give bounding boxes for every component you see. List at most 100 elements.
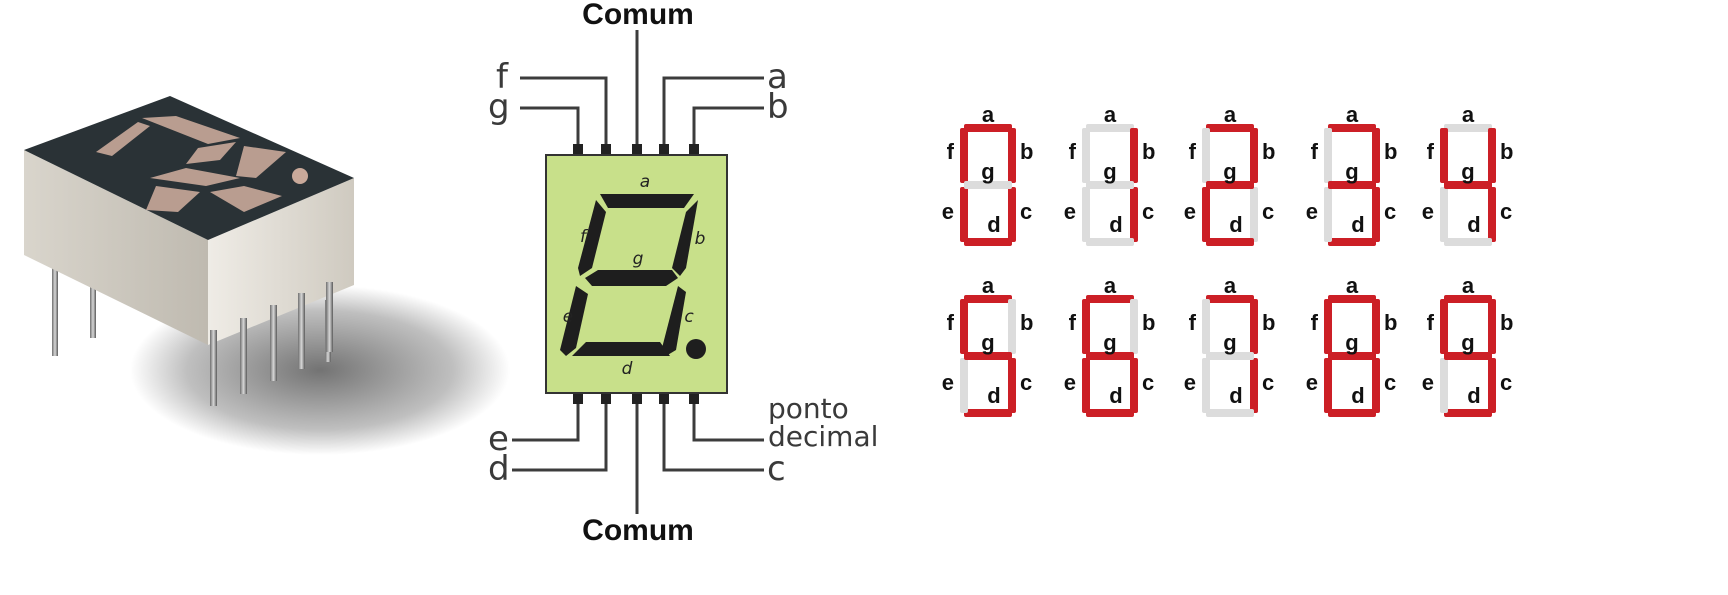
digit-segment-label-f: f: [1069, 310, 1077, 335]
digit-segment-f: [960, 128, 968, 183]
pin-label-b: b: [767, 87, 789, 127]
segment-label-g: g: [633, 249, 644, 269]
wire-f: [520, 76, 608, 148]
digit-segment-label-a: a: [1104, 273, 1117, 298]
segment-label-a: a: [640, 172, 650, 192]
digit-segment-label-e: e: [942, 370, 954, 395]
digit-segment-label-f: f: [1427, 139, 1435, 164]
digit-segment-c: [1130, 358, 1138, 413]
digit-segment-f: [1082, 299, 1090, 354]
digit-segment-g: [1444, 181, 1492, 189]
digit-segment-label-f: f: [1311, 310, 1319, 335]
digit-segment-f: [1082, 128, 1090, 183]
digit-segment-label-c: c: [1262, 199, 1274, 224]
digit-segment-label-e: e: [1184, 199, 1196, 224]
digit-segment-label-e: e: [1184, 370, 1196, 395]
pin-label-a: a: [767, 57, 788, 97]
digit-segment-a: [1444, 295, 1492, 303]
digit-segment-label-c: c: [1384, 199, 1396, 224]
digit-segment-c: [1372, 358, 1380, 413]
digit-segment-c: [1488, 358, 1496, 413]
digit-segment-f: [1440, 299, 1448, 354]
digit-segment-label-e: e: [1306, 199, 1318, 224]
digit-segment-label-a: a: [1346, 102, 1359, 127]
segment-c: [662, 286, 686, 356]
photo-lead: [326, 282, 333, 352]
digit-segment-e: [960, 187, 968, 242]
digit-segment-d: [1328, 409, 1376, 417]
segment-label-b: b: [695, 229, 706, 249]
digit-segment-g: [1444, 352, 1492, 360]
digit-segment-e: [1202, 187, 1210, 242]
wire-c: [662, 400, 764, 472]
digit-segment-e: [1440, 187, 1448, 242]
digit-segment-d: [964, 409, 1012, 417]
digit-segment-c: [1488, 187, 1496, 242]
pin-stubs: [573, 144, 699, 404]
pin-label-e: e: [488, 419, 509, 459]
digit-segment-label-a: a: [982, 273, 995, 298]
digit-segment-g: [1328, 181, 1376, 189]
digit-segment-label-c: c: [1142, 199, 1154, 224]
digit-segment-label-g: g: [1103, 330, 1116, 355]
digit-segment-label-d: d: [1467, 383, 1480, 408]
seven-segment-photo: [24, 96, 510, 455]
digit-segment-label-b: b: [1384, 139, 1397, 164]
digit-segment-b: [1250, 128, 1258, 183]
photo-decimal-point: [292, 168, 308, 184]
digit-segment-label-c: c: [1500, 370, 1512, 395]
digit-segment-label-a: a: [1224, 273, 1237, 298]
digit-segment-a: [1086, 295, 1134, 303]
photo-display-top: [24, 96, 354, 240]
digit-segment-label-f: f: [1189, 139, 1197, 164]
digit-segment-label-d: d: [1229, 383, 1242, 408]
digit-segment-f: [960, 299, 968, 354]
segment-f: [578, 200, 606, 276]
digit-segment-c: [1008, 187, 1016, 242]
digit-segment-label-g: g: [981, 159, 994, 184]
digit-segment-label-c: c: [1500, 199, 1512, 224]
segment-label-d: d: [622, 359, 633, 379]
wire-d: [512, 400, 608, 472]
digit-segment-b: [1130, 128, 1138, 183]
pin-label-g: g: [488, 87, 510, 127]
digit-segment-label-f: f: [1189, 310, 1197, 335]
digit-segment-a: [1328, 124, 1376, 132]
digit-segment-label-e: e: [1064, 370, 1076, 395]
photo-lead: [240, 318, 247, 394]
digit-segment-g: [1206, 181, 1254, 189]
digit-segment-label-b: b: [1020, 139, 1033, 164]
digit-segment-g: [964, 352, 1012, 360]
digit-segment-b: [1488, 299, 1496, 354]
digit-segment-e: [1202, 358, 1210, 413]
photo-lead: [270, 305, 277, 381]
digit-segment-label-a: a: [1462, 273, 1475, 298]
digit-segment-a: [964, 124, 1012, 132]
digit-segment-label-c: c: [1262, 370, 1274, 395]
digit-segment-label-f: f: [947, 310, 955, 335]
segment-label-e: e: [563, 307, 573, 327]
pin-label-dp-line2: decimal: [768, 420, 878, 453]
photo-lead: [298, 293, 305, 369]
digit-segment-b: [1008, 299, 1016, 354]
segment-b: [672, 200, 698, 276]
digit-segment-c: [1372, 187, 1380, 242]
photo-lead: [210, 330, 217, 406]
photo-lead: [52, 262, 58, 356]
digit-segment-label-f: f: [1069, 139, 1077, 164]
photo-housing-front: [24, 150, 208, 345]
digit-segment-label-b: b: [1262, 310, 1275, 335]
segment-a: [600, 194, 694, 208]
digit-segment-label-g: g: [1345, 159, 1358, 184]
pin-label-d: d: [488, 449, 510, 489]
decimal-point: [686, 339, 706, 359]
digit-segment-f: [1324, 299, 1332, 354]
digit-segment-e: [1082, 187, 1090, 242]
digit-segment-label-b: b: [1500, 310, 1513, 335]
digit-segment-d: [1444, 409, 1492, 417]
digit-segment-b: [1130, 299, 1138, 354]
